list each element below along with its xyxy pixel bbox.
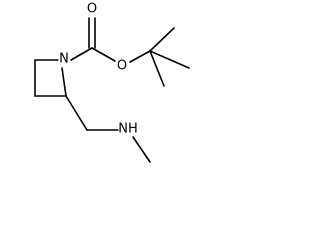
atom-ring-nitrogen: N <box>59 52 69 67</box>
atom-ester-oxygen: O <box>117 59 127 74</box>
atom-amine-nh: NH <box>118 122 138 137</box>
bond-carbonyl-ester-o <box>91 47 116 62</box>
bond-tbutyl-methyl-right <box>149 50 190 69</box>
chemical-structure-diagram: N O O NH <box>34 2 190 163</box>
bond-ester-o-tbutyl <box>129 50 151 63</box>
bond-ring-ch2 <box>65 95 88 131</box>
bond-n-carbonyl <box>70 47 93 61</box>
bond-nh-methyl <box>132 136 151 163</box>
bond-tbutyl-methyl-top <box>149 27 175 52</box>
bond-tbutyl-methyl-bottom <box>149 50 165 87</box>
atom-carbonyl-oxygen: O <box>87 2 97 17</box>
bond-ring-right <box>61 67 67 97</box>
